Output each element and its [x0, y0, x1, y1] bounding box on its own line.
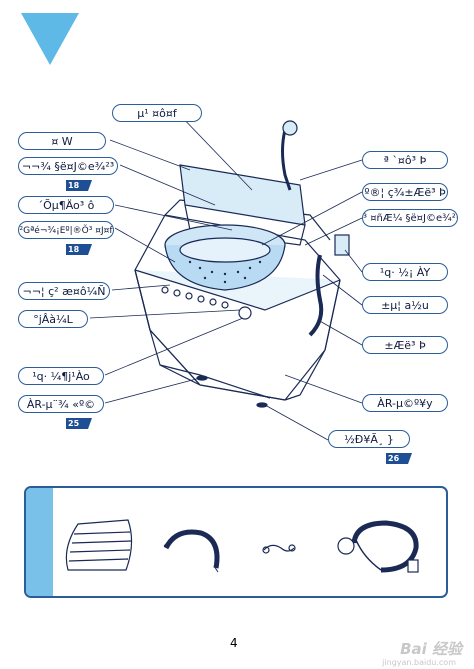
- label-adjust-foot: ÀR-µ©º¥y: [362, 394, 448, 412]
- watermark-url: jingyan.baidu.com: [382, 658, 456, 667]
- label-leveling-foot: ÀR-µ¨¾ «º©: [18, 395, 104, 413]
- accessories-sidebar: [26, 488, 53, 596]
- page-ref-badge[interactable]: 26: [386, 453, 412, 464]
- label-lint-filter: ´Õµ¶Äo³ ô: [18, 196, 114, 214]
- label-overflow-drain: º®¦ ç¾±Æë³ Þ: [362, 183, 448, 201]
- page-ref-badge[interactable]: 18: [66, 244, 92, 255]
- label-feet-support: ½Ð¥Ã¸ }: [328, 430, 410, 448]
- accessories-illustration: [65, 519, 419, 573]
- label-ground-wire: ±µ¦ a½u: [362, 296, 448, 314]
- label-softener-inlet: ²Gªé¬¾¡Eº|®Õ³ ¤J¤f: [18, 221, 114, 239]
- label-water-inlet: µ¹ ¤ô¤f: [112, 104, 202, 122]
- page-ref-badge[interactable]: 18: [66, 180, 92, 191]
- label-control-panel: ¹q· ¼¶j¹Ào: [18, 367, 104, 385]
- label-inlet-hose: ª `¤ô³ Þ: [362, 151, 448, 169]
- page-number: 4: [230, 636, 238, 650]
- corner-triangle-marker: [21, 13, 79, 65]
- label-drain-hose: ±Æë³ Þ: [362, 336, 448, 354]
- drain-hose-icon: [163, 529, 220, 573]
- label-power-plug: ¹q· ½¡ ÀY: [362, 263, 448, 281]
- label-bleach-box: ³ ¤ñÆ¼ §ë¤J©e¾²³: [362, 209, 458, 227]
- inlet-hose-icon: [337, 520, 419, 573]
- hose-clamp-icon: [262, 544, 296, 554]
- label-wash-tub: ¬¬¦ ç² æ¤ô¼Ñ: [18, 282, 110, 300]
- label-top-lid: ¤ W: [18, 132, 106, 150]
- page-ref-badge[interactable]: 25: [66, 418, 92, 429]
- watermark-logo: Bai 经验: [400, 640, 462, 658]
- accessories-panel: [24, 486, 448, 598]
- label-detergent-box: ¬¬¾ §ë¤J©e¾²³: [18, 157, 118, 175]
- drain-hose-cover-icon: [65, 519, 133, 571]
- label-pulsator: °jÂà¼L: [18, 310, 88, 328]
